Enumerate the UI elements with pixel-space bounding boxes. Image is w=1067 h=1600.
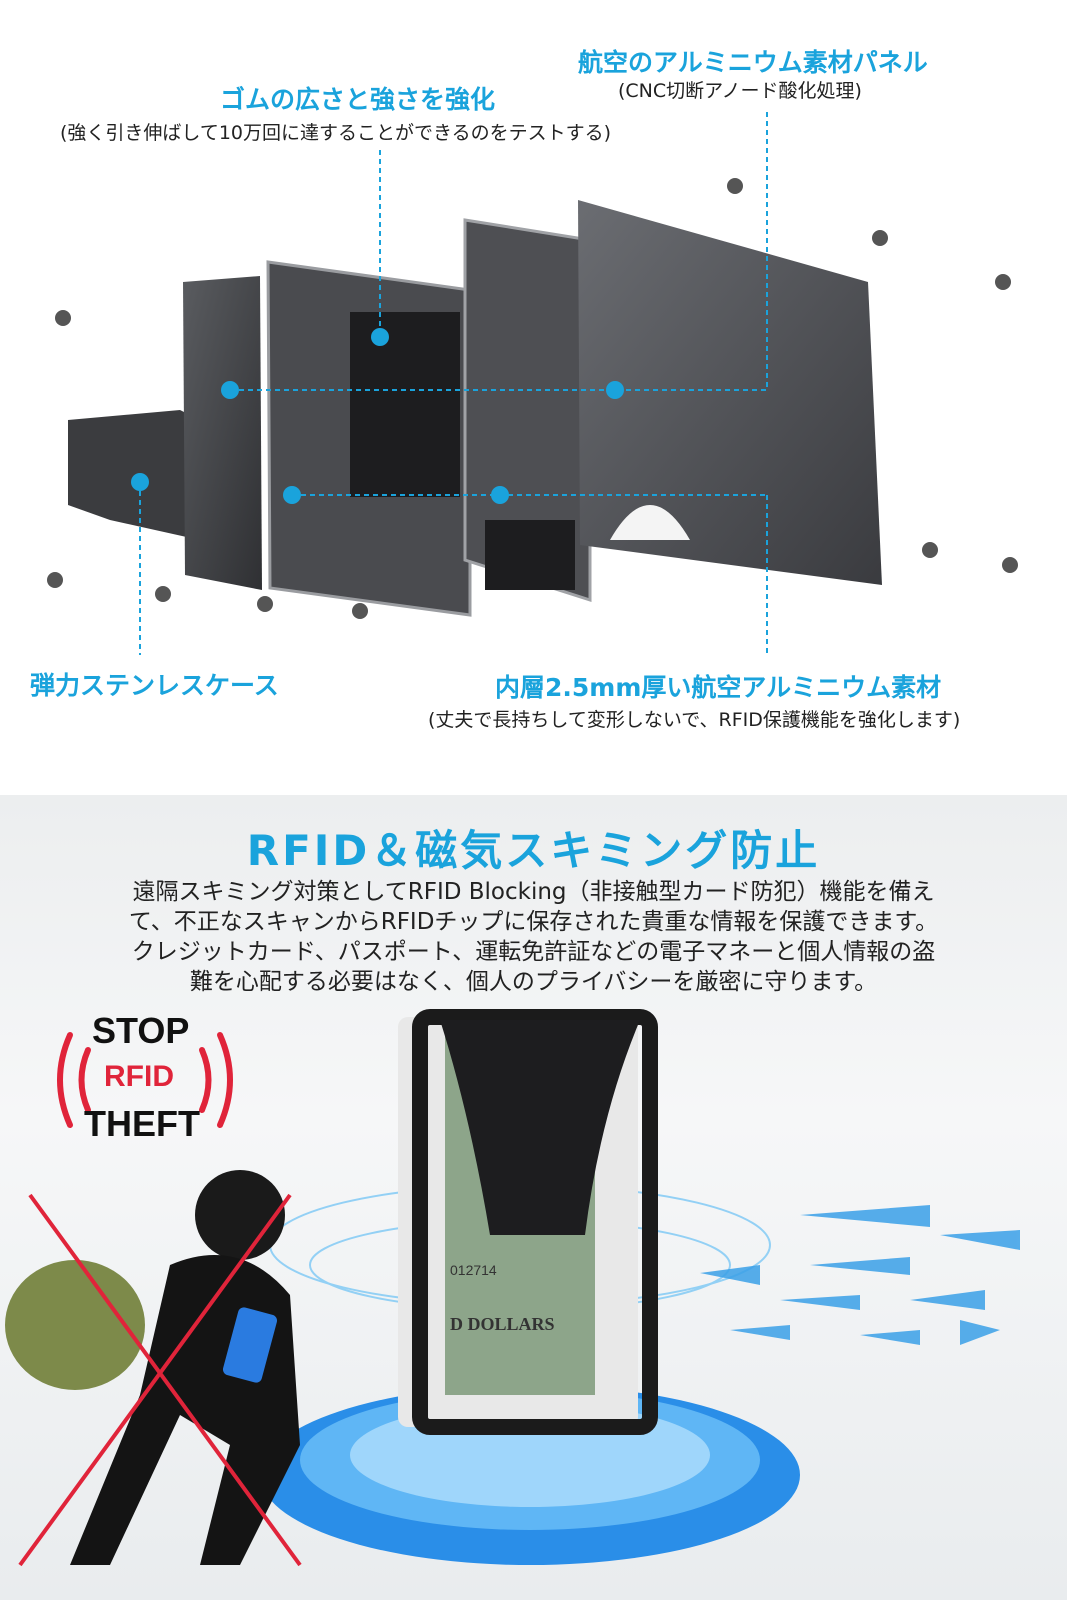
rfid-title: RFID＆磁気スキミング防止 [246,826,821,875]
rubber-band-2 [485,520,575,590]
thief-head [195,1170,285,1260]
description-line: 遠隔スキミング対策としてRFID Blocking（非接触型カード防犯）機能を備… [132,879,935,905]
callout-dots [131,328,624,504]
panel-callout-subtitle: (CNC切断アノード酸化処理) [618,80,862,102]
aluminum-front-panel [578,200,882,585]
card-reader [222,1307,278,1383]
inner-callout-title: 内層2.5mm厚い航空アルミニウム素材 [495,673,942,702]
red-x-mark [18,1193,302,1567]
banknote-denomination: D DOLLARS [450,1314,555,1334]
description-line: クレジットカード、パスポート、運転免許証などの電子マネーと個人情報の盗 [131,939,936,965]
inner-callout-subtitle: (丈夫で長持ちして変形しないで、RFID保護機能を強化します) [428,709,961,731]
badge-stop: STOP [92,1010,190,1051]
loot-bag [5,1260,145,1390]
case-callout-title: 弾力ステンレスケース [30,671,279,700]
badge-theft: THEFT [84,1103,200,1144]
wallet-frame [412,1009,658,1435]
blocked-signal-arrows [700,1205,1020,1345]
banknote-serial: 012714 [450,1262,497,1278]
inner-aluminum-plate-2 [463,218,592,603]
rubber-band [350,312,460,497]
exploded-wallet-illustration [47,112,1018,655]
steel-case-plate [183,276,262,590]
rfid-description: 遠隔スキミング対策としてRFID Blocking（非接触型カード防犯）機能を備… [70,877,997,997]
rubber-callout-subtitle: (強く引き伸ばして10万回に達することができるのをテストする) [60,122,612,144]
screws [47,178,1018,619]
rfid-section: RFID＆磁気スキミング防止 遠隔スキミング対策としてRFID Blocking… [0,795,1067,1600]
exploded-view-section: ゴムの広さと強さを強化 (強く引き伸ばして10万回に達することができるのをテスト… [0,0,1067,795]
money-clip-front [440,1020,640,1235]
badge-rfid: RFID [104,1060,174,1093]
rfid-signal-icon [57,1032,233,1128]
description-line: て、不正なスキャンからRFIDチップに保存された貴重な情報を保護できます。 [128,909,939,935]
description-line: 難を心配する必要はなく、個人のプライバシーを厳密に守ります。 [189,969,878,995]
callout-lines [139,112,768,655]
panel-callout-title: 航空のアルミニウム素材パネル [578,48,928,77]
rubber-callout-title: ゴムの広さと強さを強化 [220,85,496,114]
rfid-illustration: 012714 D DOLLARS [5,1009,1020,1567]
